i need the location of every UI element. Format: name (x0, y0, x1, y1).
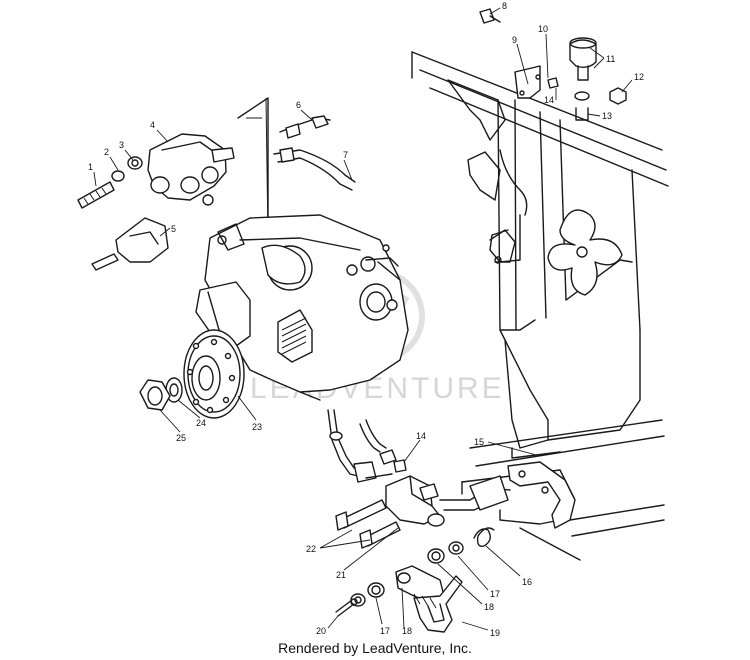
callout-18-left: 18 (402, 626, 412, 636)
callout-25: 25 (176, 433, 186, 443)
callout-10: 10 (538, 24, 548, 34)
callout-12: 12 (634, 72, 644, 82)
callout-labels: 1 2 3 4 5 6 7 8 9 10 11 12 13 14 14 15 1… (88, 1, 644, 638)
callout-2: 2 (104, 147, 109, 157)
caliper-assembly (77, 133, 235, 271)
callout-21: 21 (336, 570, 346, 580)
callout-17-left: 17 (380, 626, 390, 636)
callout-19: 19 (490, 628, 500, 638)
callout-16: 16 (522, 577, 532, 587)
callout-15: 15 (474, 437, 484, 447)
brake-lines (246, 97, 356, 239)
callout-11: 11 (606, 54, 615, 64)
callout-17-right: 17 (490, 589, 500, 599)
callout-23: 23 (252, 422, 262, 432)
callout-9: 9 (512, 35, 517, 45)
callout-6: 6 (296, 100, 301, 110)
brake-disc (183, 329, 245, 419)
callout-7: 7 (343, 150, 348, 160)
lower-bracket (507, 461, 576, 529)
washer-and-nut (139, 377, 183, 411)
callout-20: 20 (316, 626, 326, 636)
callout-22: 22 (306, 544, 316, 554)
callout-4: 4 (150, 120, 155, 130)
callout-5: 5 (171, 224, 176, 234)
callout-13: 13 (602, 111, 612, 121)
frame-knob (547, 209, 623, 296)
gearcase (195, 214, 409, 401)
lower-cable-assembly (327, 409, 511, 633)
footer-credit: Rendered by LeadVenture, Inc. (278, 640, 472, 656)
callout-18-right: 18 (484, 602, 494, 612)
leader-lines (93, 7, 633, 631)
callout-14-top: 14 (544, 95, 554, 105)
callout-24: 24 (196, 418, 206, 428)
callout-8: 8 (502, 1, 507, 11)
callout-14-bottom: 14 (416, 431, 426, 441)
callout-3: 3 (119, 140, 124, 150)
callout-1: 1 (88, 162, 93, 172)
